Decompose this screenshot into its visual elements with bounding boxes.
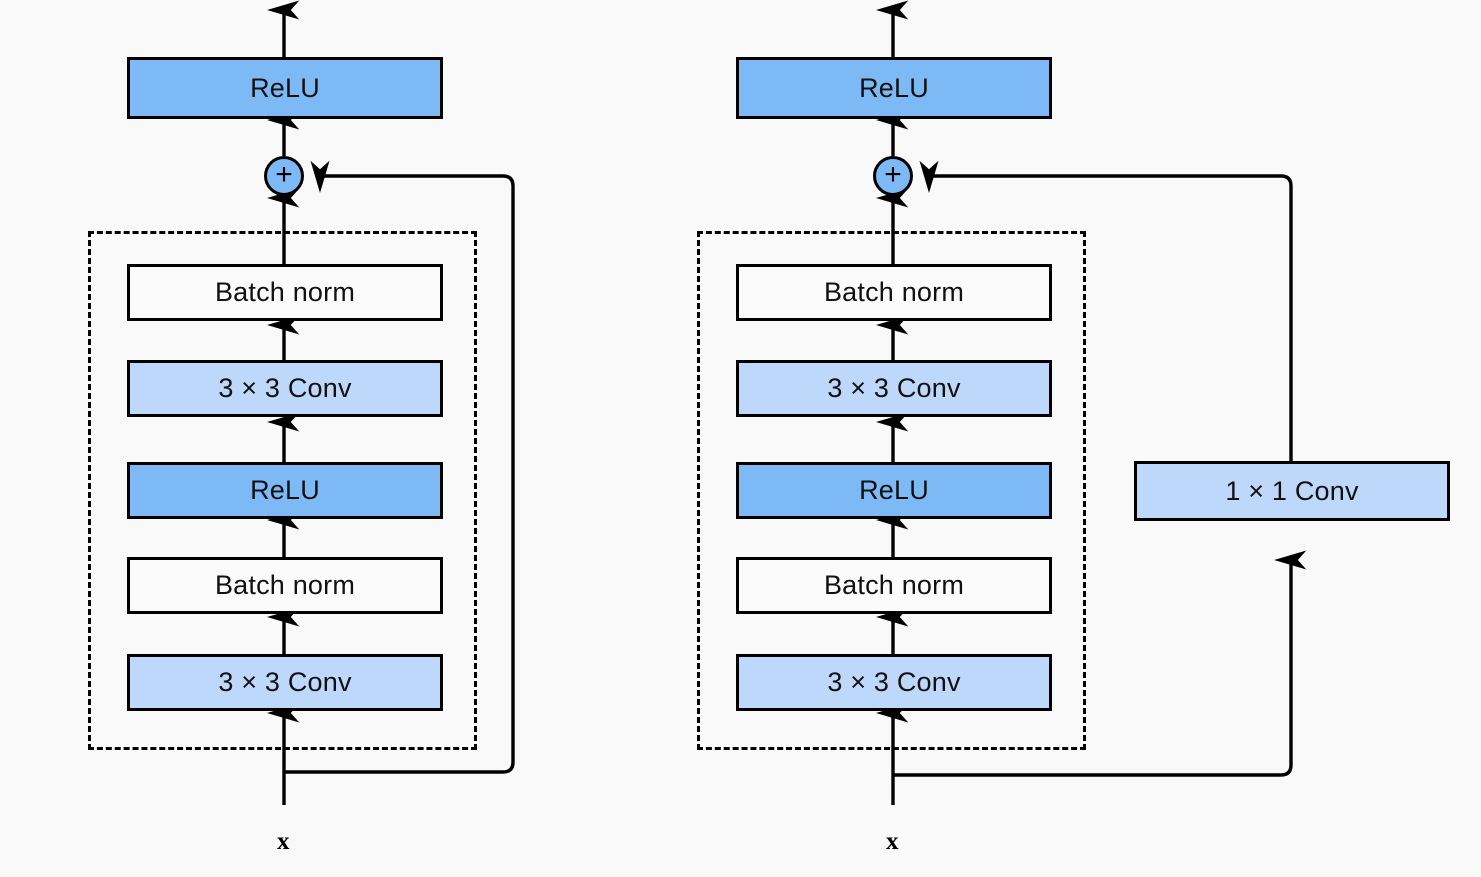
left-output-relu[interactable]: ReLU xyxy=(127,57,443,119)
right-shortcut-lower-leg xyxy=(893,550,1307,777)
right-output-relu[interactable]: ReLU xyxy=(736,57,1052,119)
right-batch-norm-2[interactable]: Batch norm xyxy=(736,264,1052,321)
right-conv-3x3-2[interactable]: 3 × 3 Conv xyxy=(736,360,1052,417)
right-input-label: x xyxy=(886,828,899,855)
right-shortcut-upper-leg xyxy=(919,160,1293,461)
left-inner-relu[interactable]: ReLU xyxy=(127,462,443,519)
left-batch-norm-2[interactable]: Batch norm xyxy=(127,264,443,321)
left-conv-3x3-1[interactable]: 3 × 3 Conv xyxy=(127,654,443,711)
left-conv-3x3-2[interactable]: 3 × 3 Conv xyxy=(127,360,443,417)
right-inner-relu[interactable]: ReLU xyxy=(736,462,1052,519)
left-input-label: x xyxy=(277,828,290,855)
left-batch-norm-1[interactable]: Batch norm xyxy=(127,557,443,614)
right-batch-norm-1[interactable]: Batch norm xyxy=(736,557,1052,614)
right-shortcut-conv-1x1[interactable]: 1 × 1 Conv xyxy=(1134,461,1450,521)
right-add-node[interactable]: + xyxy=(873,156,913,196)
right-conv-3x3-1[interactable]: 3 × 3 Conv xyxy=(736,654,1052,711)
left-add-node[interactable]: + xyxy=(264,156,304,196)
left-identity-shortcut xyxy=(284,160,515,774)
